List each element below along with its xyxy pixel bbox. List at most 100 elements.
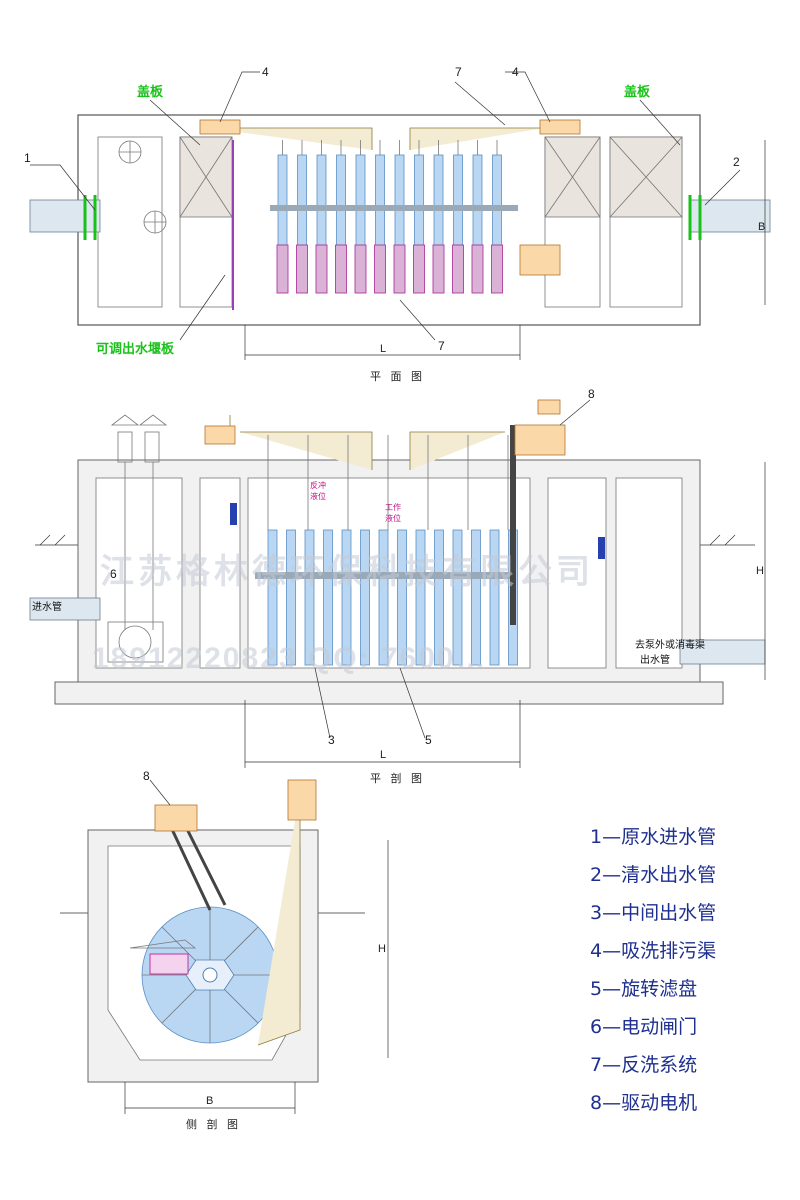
watermark-contact: 18912220823 QQ: 7600…: [92, 642, 488, 675]
plan-disc-backwash: [432, 244, 445, 294]
label-backwash-level-2: 液位: [310, 491, 326, 501]
leader-1: [30, 164, 96, 211]
drive-chain: [510, 425, 516, 625]
legend-item-5: 5—旋转滤盘: [590, 978, 697, 1000]
callout-7b: 7: [438, 339, 445, 353]
plan-caption: 平 面 图: [370, 370, 425, 383]
plan-backwash-manifold: [208, 127, 545, 150]
section-disc: [434, 529, 444, 666]
plan-disc-backwash: [393, 244, 406, 294]
side-backwash-pump: [287, 779, 317, 821]
dim-H-side-label: H: [378, 943, 386, 955]
legend-item-6: 6—电动闸门: [590, 1016, 697, 1038]
callout-3: 3: [328, 733, 335, 747]
callout-6: 6: [110, 567, 117, 581]
side-backwash-pipe: [257, 790, 301, 1046]
dim-B-label: B: [758, 221, 765, 233]
section-disc: [397, 529, 407, 666]
plan-disc: [492, 154, 502, 246]
section-inlet-pipe: [29, 597, 101, 621]
plan-inlet-pipe: [29, 199, 101, 233]
section-filter-discs: [255, 435, 518, 666]
section-disc: [267, 529, 278, 666]
section-inlet-chamber: [199, 477, 241, 669]
callout-1: 1: [24, 151, 31, 165]
electric-gate: [107, 621, 164, 663]
section-disc: [471, 529, 481, 666]
leader-8-side: [149, 779, 171, 806]
leader-3: [314, 667, 331, 739]
section-disc: [452, 529, 463, 666]
legend-item-2: 2—清水出水管: [590, 864, 716, 886]
gate-actuator-icon: [144, 431, 160, 463]
plan-disc-backwash: [374, 244, 386, 294]
label-inlet-pipe: 进水管: [32, 600, 62, 613]
label-outlet-line2: 出水管: [640, 653, 670, 666]
leader-weir: [179, 274, 226, 341]
section-disc: [415, 529, 426, 666]
side-disc-axle: [202, 967, 218, 983]
callout-4b: 4: [512, 65, 519, 79]
callout-7a: 7: [455, 65, 462, 79]
callout-8-section: 8: [588, 387, 595, 401]
section-disc: [489, 529, 500, 666]
section-disc: [304, 529, 315, 666]
plan-disc: [355, 154, 366, 246]
plan-outer-wall: [77, 114, 701, 326]
section-base-slab: [54, 681, 724, 705]
plan-valve-right: [539, 119, 581, 135]
label-work-level-2: 液位: [385, 513, 401, 523]
plan-view: 1 2 4 4 7 7 盖板 盖板 可调出水堰板 L B 平 面 图: [24, 65, 771, 383]
plan-pipe-flanges: [83, 195, 702, 240]
leader-2: [704, 169, 741, 206]
gate-actuator-icon: [117, 431, 133, 463]
section-disc: [286, 529, 296, 666]
plan-filter-discs: [270, 140, 518, 294]
label-cover-left: 盖板: [137, 84, 164, 100]
leader-8-section: [559, 399, 591, 426]
plan-disc: [316, 154, 327, 246]
label-work-level-1: 工作: [385, 502, 401, 512]
plan-disc: [394, 154, 405, 246]
side-view: 8 B H 侧 剖 图: [60, 769, 389, 1131]
plan-disc: [414, 154, 424, 246]
plan-disc-backwash: [452, 244, 464, 294]
plan-drive-motor: [519, 244, 561, 276]
label-backwash-level-1: 反冲: [310, 480, 326, 490]
dim-B-side-label: B: [206, 1095, 213, 1107]
leader-7b: [399, 299, 436, 341]
legend: 1—原水进水管 2—清水出水管 3—中间出水管 4—吸洗排污渠 5—旋转滤盘 6…: [590, 826, 716, 1114]
leader-cover-right: [639, 99, 681, 146]
plan-disc-backwash: [354, 244, 367, 294]
plan-disc-backwash: [296, 244, 308, 294]
gate-wheel-spokes-icon: [119, 141, 166, 233]
section-disc-shaft: [255, 572, 515, 579]
plan-disc: [277, 154, 288, 246]
plan-valve-left: [199, 119, 241, 135]
side-drive-chain: [168, 824, 227, 911]
plan-disc: [472, 154, 483, 246]
section-ground-line: [35, 534, 755, 546]
plan-disc: [453, 154, 463, 246]
level-indicator-left: [230, 503, 237, 525]
section-valve-left: [204, 425, 236, 445]
section-disc: [341, 529, 352, 666]
watermark-company: 江苏格林德环保科技有限公司: [100, 552, 594, 592]
callout-5: 5: [425, 733, 432, 747]
label-cover-right: 盖板: [624, 84, 651, 100]
section-clearwater-chamber: [615, 477, 683, 669]
plan-disc: [375, 154, 385, 246]
leader-4a: [219, 71, 260, 123]
gate-opening-icon: [118, 625, 152, 659]
plan-disc-backwash: [471, 244, 484, 294]
section-view: 进水管 去泵外或消毒渠 出水管 反冲 液位 工作 液位 6 8 3 5 L H …: [29, 387, 766, 785]
plan-disc: [297, 154, 307, 246]
leader-7a: [454, 81, 506, 126]
leader-cover-left: [149, 99, 201, 146]
dim-L-section-label: L: [380, 749, 386, 761]
plan-disc: [433, 154, 444, 246]
section-valve-right: [537, 399, 561, 415]
level-indicator-right: [598, 537, 605, 559]
leader-5: [399, 667, 426, 739]
section-caption: 平 剖 图: [370, 771, 425, 785]
